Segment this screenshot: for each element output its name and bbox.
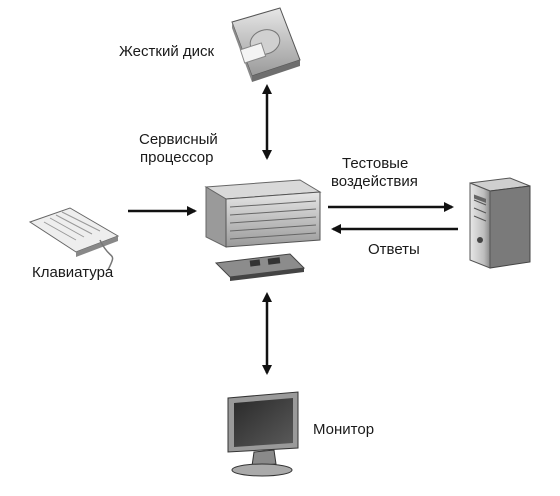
hard-disk-icon bbox=[231, 7, 301, 82]
service-processor-label-line1: Сервисный bbox=[139, 131, 218, 148]
responses-label: Ответы bbox=[368, 241, 420, 258]
hard-disk-label: Жесткий диск bbox=[119, 43, 215, 60]
service-processor-icon bbox=[204, 179, 322, 281]
desktop-tower-icon bbox=[469, 177, 531, 269]
test-stimuli-label-line1: Тестовые bbox=[342, 155, 409, 172]
monitor-label: Монитор bbox=[313, 421, 375, 438]
keyboard-label: Клавиатура bbox=[32, 264, 114, 281]
test-stimuli-label-line2: воздействия bbox=[331, 173, 418, 190]
service-processor-label-line2: процессор bbox=[140, 149, 214, 166]
keyboard-icon bbox=[28, 207, 120, 271]
monitor-icon bbox=[227, 391, 299, 477]
